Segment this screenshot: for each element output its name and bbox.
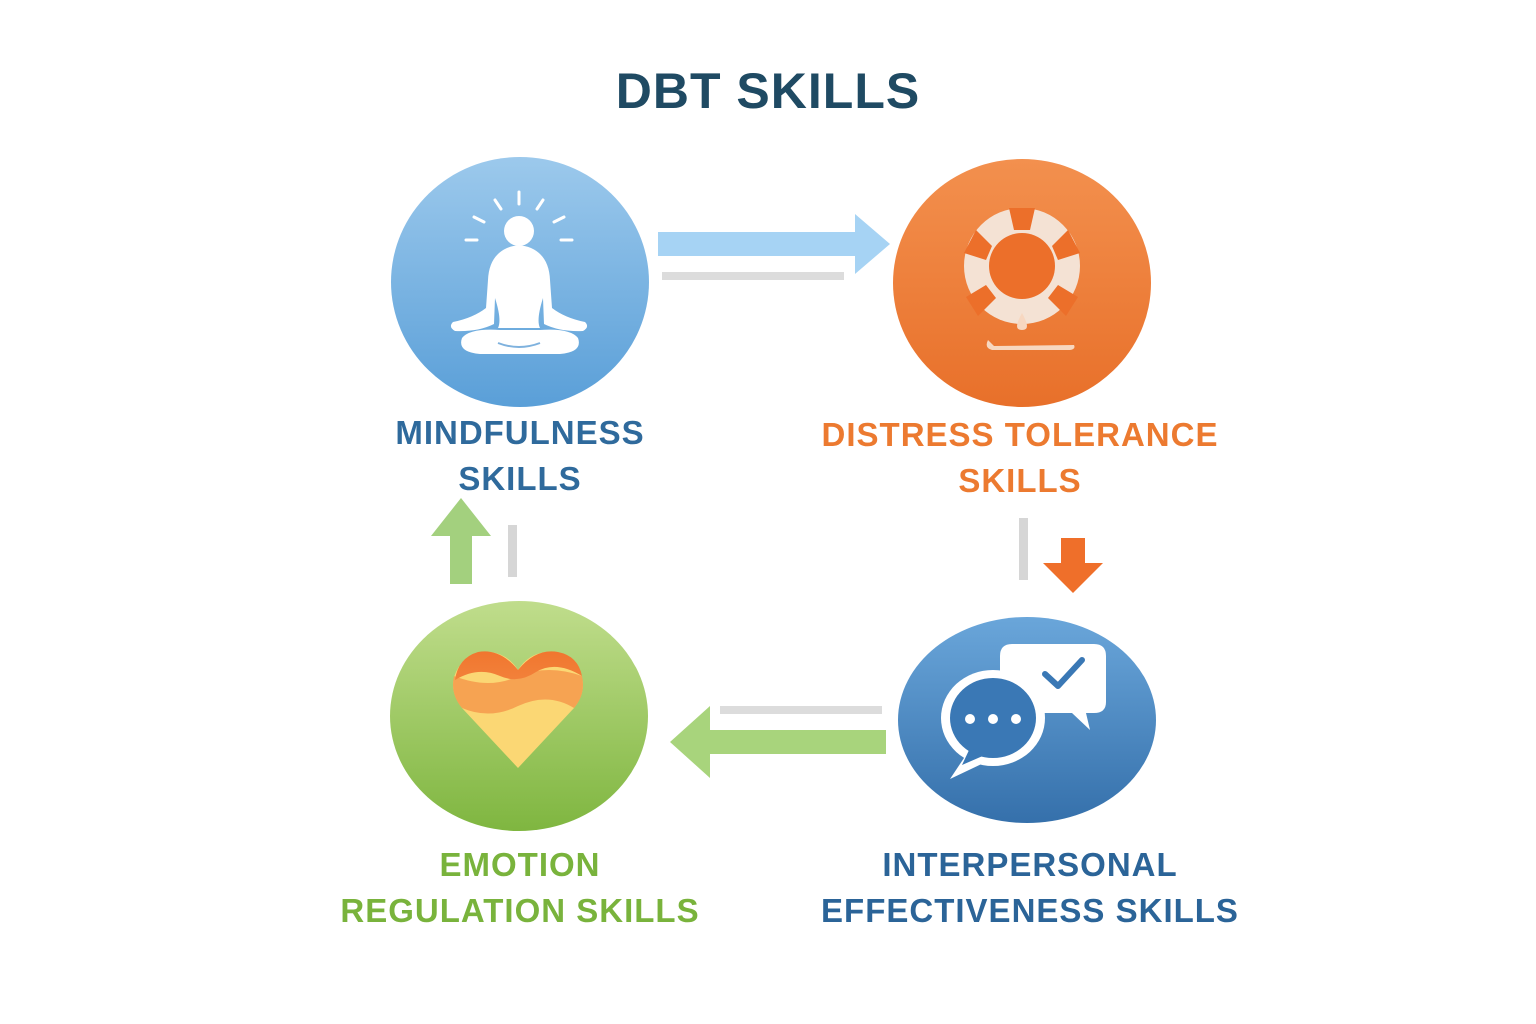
- label-line: SKILLS: [958, 462, 1082, 499]
- label-distress-tolerance: DISTRESS TOLERANCE SKILLS: [820, 412, 1220, 504]
- label-mindfulness: MINDFULNESS SKILLS: [370, 410, 670, 502]
- meditation-icon: [450, 190, 588, 354]
- label-interpersonal-effectiveness: INTERPERSONAL EFFECTIVENESS SKILLS: [820, 842, 1240, 934]
- connector-line: [720, 706, 882, 714]
- arrow-mindfulness-to-distress: [658, 214, 890, 280]
- arrow-interpersonal-to-emotion: [670, 706, 886, 778]
- label-line: DISTRESS TOLERANCE: [821, 416, 1219, 453]
- heart-icon: [453, 651, 583, 768]
- connector-line: [662, 272, 844, 280]
- label-line: INTERPERSONAL: [882, 846, 1178, 883]
- arrow-emotion-to-mindfulness: [431, 498, 517, 584]
- label-line: REGULATION SKILLS: [340, 892, 700, 929]
- node-distress-tolerance: [893, 159, 1151, 407]
- diagram-title: DBT SKILLS: [615, 63, 921, 119]
- arrow-distress-to-interpersonal: [1019, 518, 1103, 593]
- connector-line: [508, 525, 517, 577]
- arrow-down-shape: [1043, 538, 1103, 593]
- arrow-left-shape: [670, 706, 886, 778]
- node-interpersonal-effectiveness: [898, 617, 1156, 823]
- label-line: EMOTION: [439, 846, 601, 883]
- node-emotion-regulation: [390, 601, 648, 831]
- node-mindfulness: [391, 157, 649, 407]
- label-line: SKILLS: [458, 460, 582, 497]
- arrow-right-shape: [658, 214, 890, 274]
- label-emotion-regulation: EMOTION REGULATION SKILLS: [340, 842, 700, 934]
- arrow-up-shape: [431, 498, 491, 584]
- lifebuoy-icon: [964, 208, 1080, 350]
- label-line: MINDFULNESS: [395, 414, 645, 451]
- label-line: EFFECTIVENESS SKILLS: [821, 892, 1239, 929]
- chat-bubbles-icon: [941, 644, 1106, 779]
- connector-line: [1019, 518, 1028, 580]
